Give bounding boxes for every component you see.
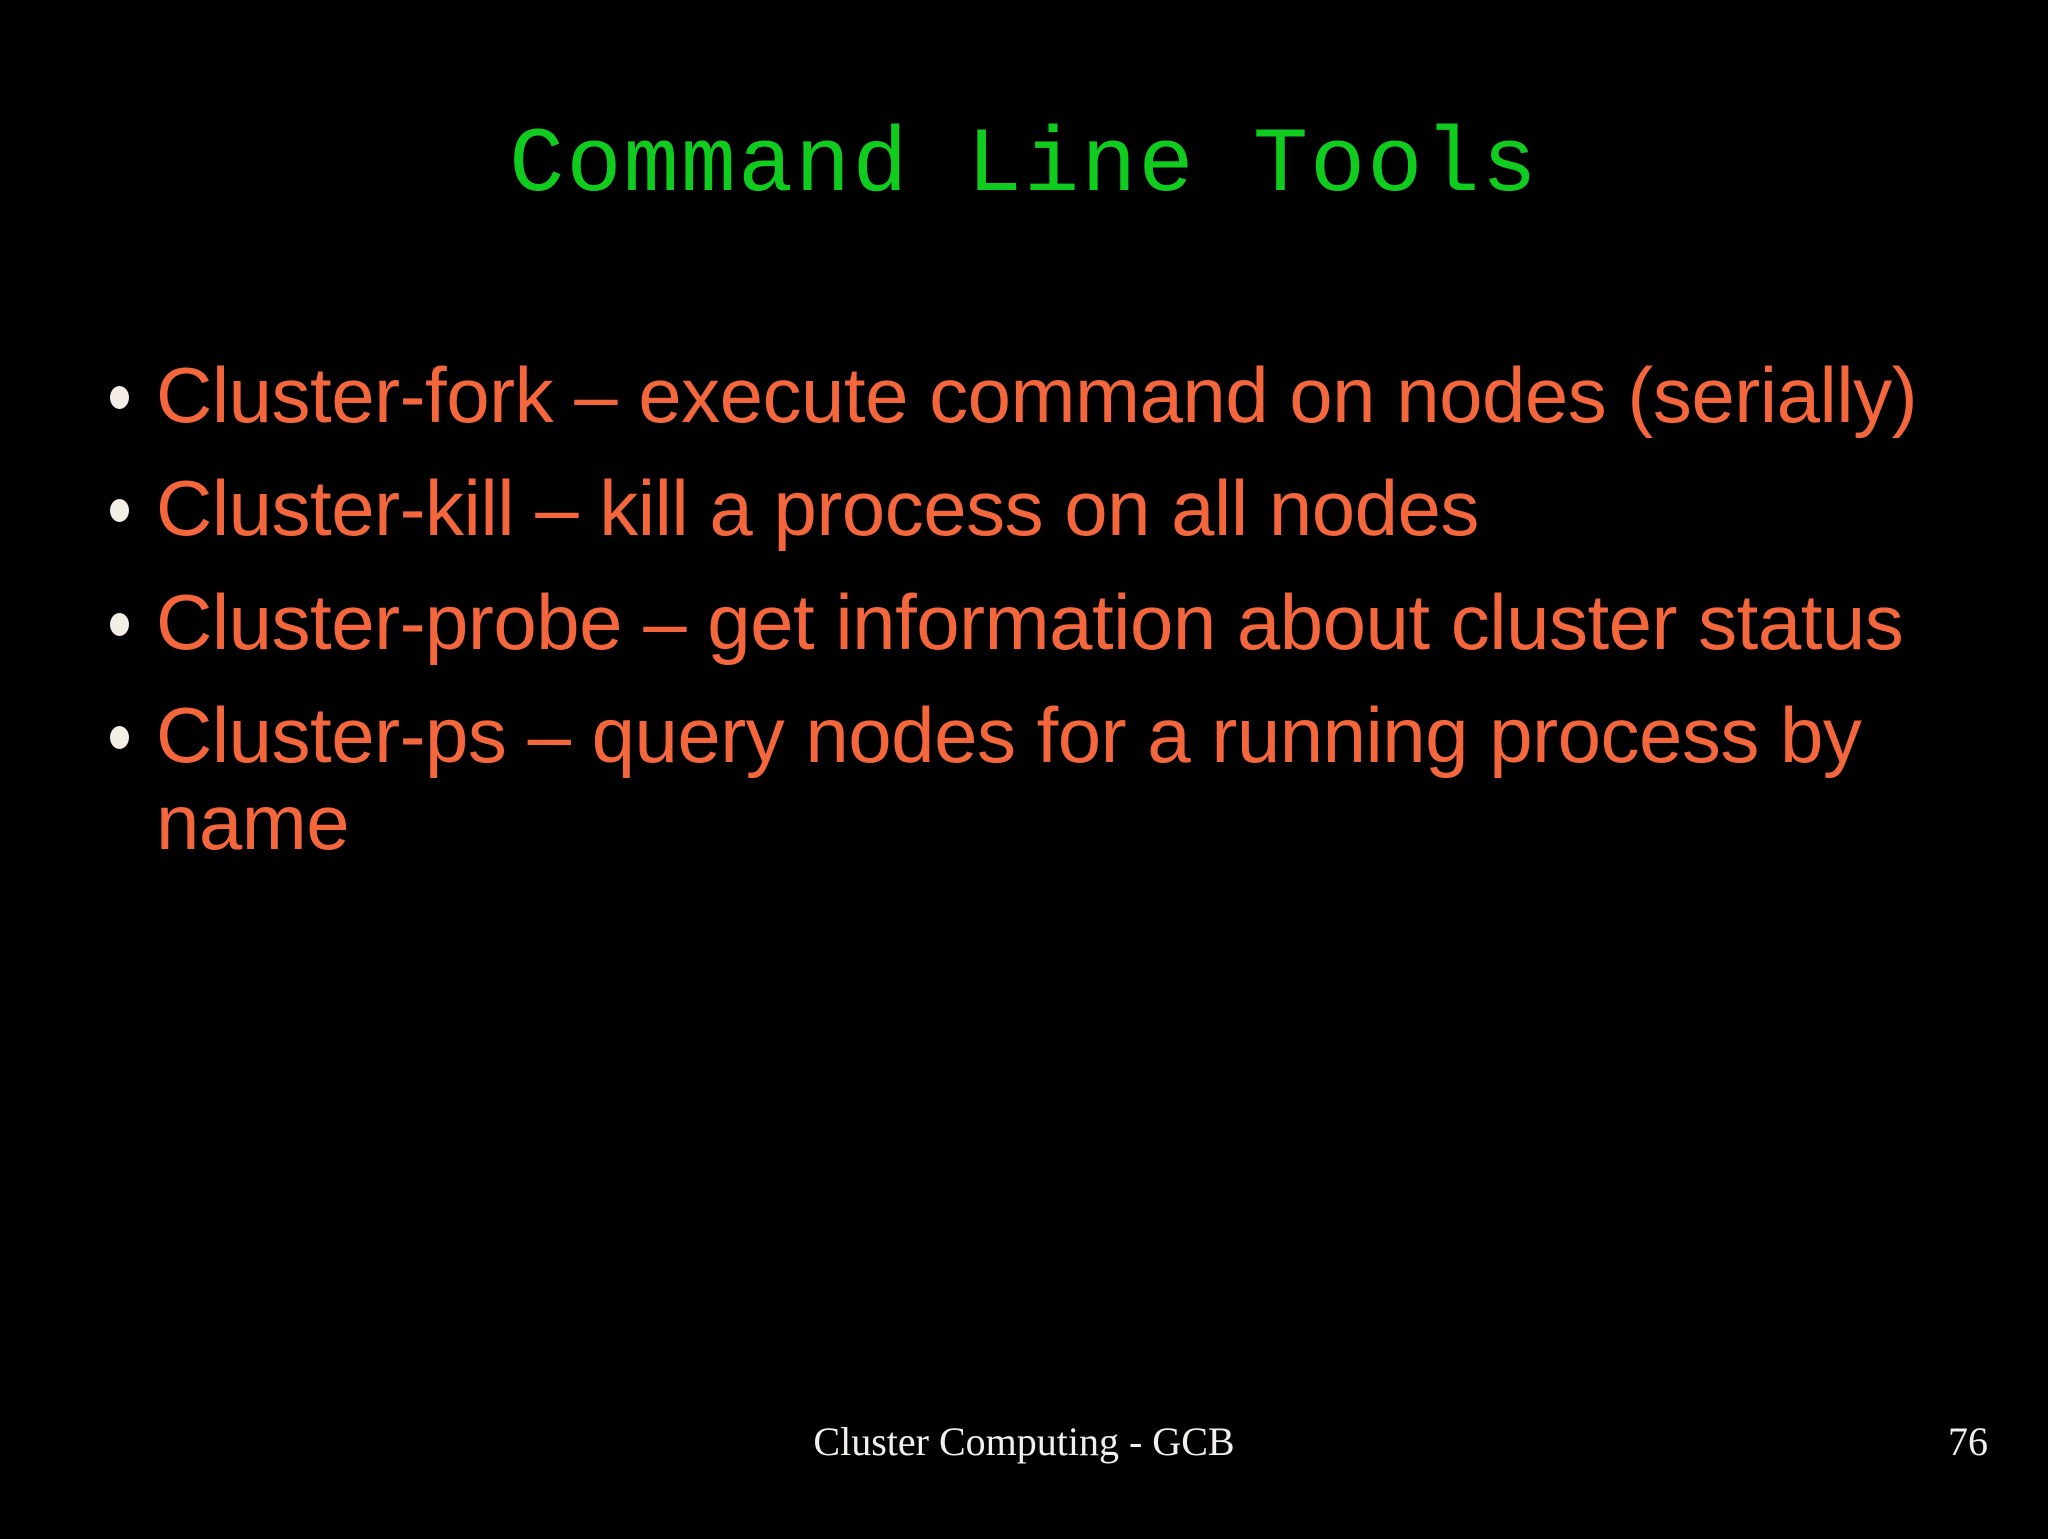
bullet-circle-icon xyxy=(110,612,129,636)
list-item-label: Cluster-kill – kill a process on all nod… xyxy=(156,464,1479,553)
list-item-label: Cluster-probe – get information about cl… xyxy=(156,577,1904,666)
list-item-label: Cluster-ps – query nodes for a running p… xyxy=(156,691,1862,867)
bullet-circle-icon xyxy=(110,499,129,523)
footer-text: Cluster Computing - GCB xyxy=(813,1419,1235,1464)
bullet-circle-icon xyxy=(110,386,129,409)
bullet-circle-icon xyxy=(110,726,129,750)
page-title: Command Line Tools xyxy=(509,113,1539,218)
list-item-label: Cluster-fork – execute command on nodes … xyxy=(156,351,1918,439)
list-item: Cluster-fork – execute command on nodes … xyxy=(96,351,1976,439)
list-item: Cluster-ps – query nodes for a running p… xyxy=(96,691,1976,867)
slide-footer: Cluster Computing - GCB 76 xyxy=(0,1413,2048,1473)
bullet-list: Cluster-fork – execute command on nodes … xyxy=(96,351,1976,867)
list-item: Cluster-kill – kill a process on all nod… xyxy=(96,464,1976,553)
page-number: 76 xyxy=(1948,1419,1988,1464)
list-item: Cluster-probe – get information about cl… xyxy=(96,577,1976,666)
